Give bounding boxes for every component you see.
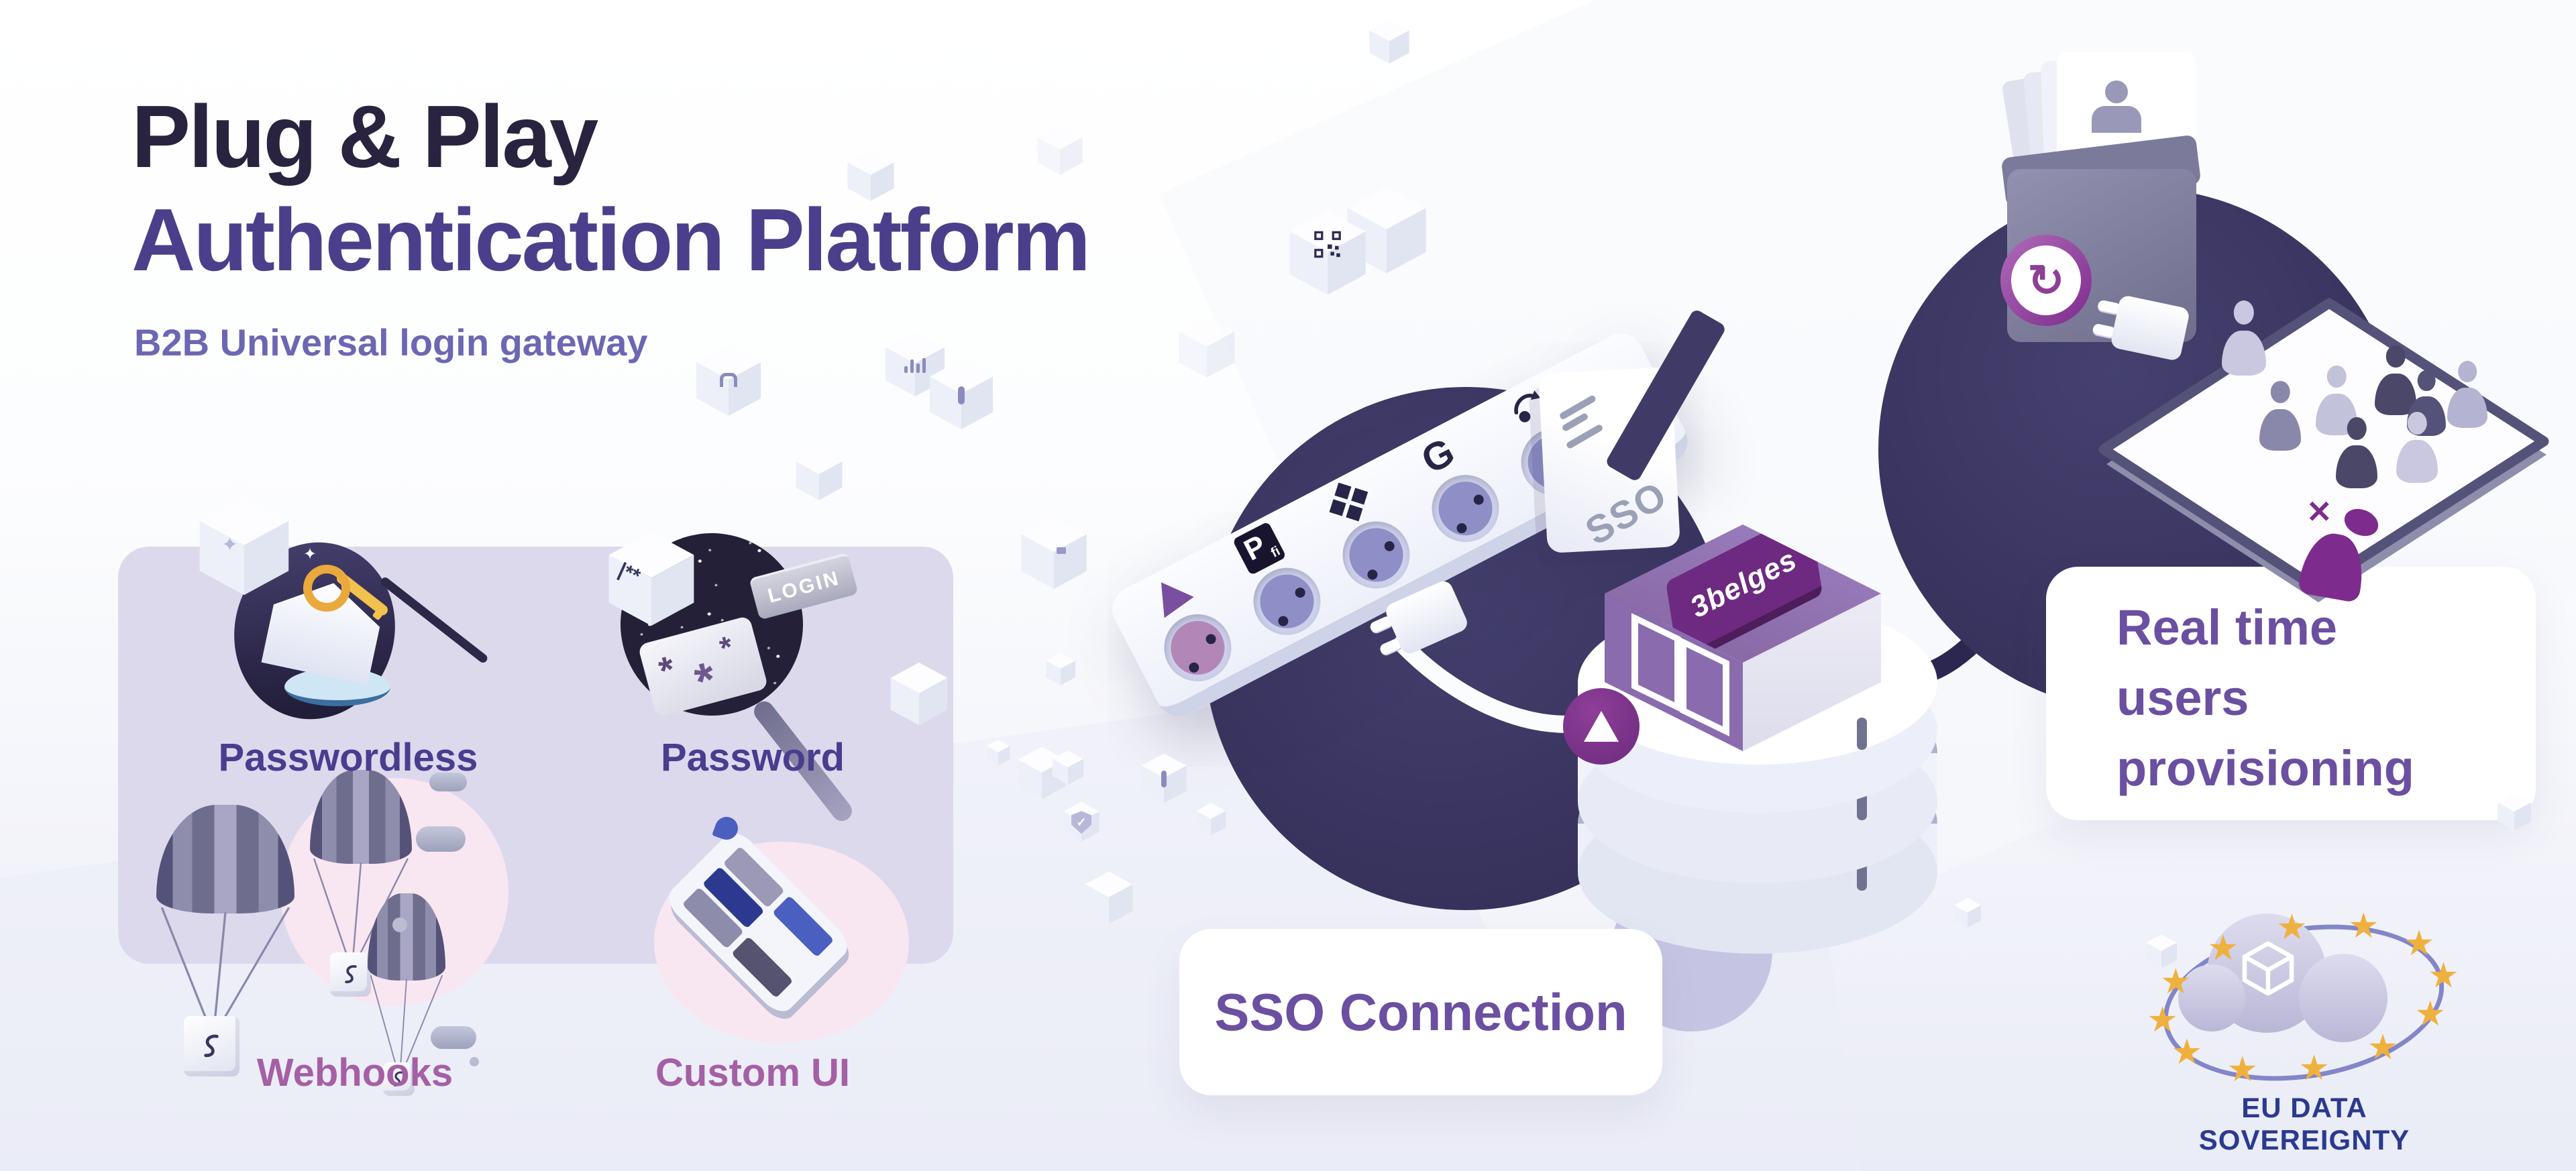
user-figure xyxy=(2447,361,2487,428)
qr-cube-icon xyxy=(1288,209,1367,296)
eu-star-icon: ★ xyxy=(2414,994,2446,1034)
decor-cube-icon xyxy=(1045,652,1076,686)
decor-cube-icon xyxy=(890,661,949,726)
removed-user-x-icon: ✕ xyxy=(2306,494,2332,529)
decor-cube-icon xyxy=(1953,897,1982,928)
decor-cube-icon xyxy=(2497,793,2532,831)
parachute-canopy xyxy=(156,805,294,913)
parachute-icon xyxy=(368,893,445,1135)
sso-connection-title: SSO Connection xyxy=(1214,982,1627,1042)
webhook-box-icon xyxy=(383,1062,415,1097)
asterisk-icon: * xyxy=(716,628,737,666)
asterisk-icon: * xyxy=(654,647,680,692)
user-figure xyxy=(2259,381,2301,451)
decor-cube-icon xyxy=(1084,871,1134,925)
decor-cube-icon xyxy=(2145,934,2178,969)
user-figure xyxy=(2222,300,2266,376)
eu-star-icon: ★ xyxy=(2147,1001,2178,1040)
page-subtitle: B2B Universal login gateway xyxy=(134,321,648,364)
azure-badge-icon xyxy=(1563,688,1640,765)
decor-cube-icon xyxy=(847,149,895,202)
sparkle-icon: ✦ xyxy=(303,545,317,563)
decor-cube-icon xyxy=(1178,315,1236,379)
decor-cube-icon xyxy=(1195,802,1226,836)
parachute-canopy xyxy=(368,893,445,981)
cloud-icon xyxy=(431,1026,476,1049)
lock-cube-icon xyxy=(695,343,762,417)
page-title-line1: Plug & Play xyxy=(131,87,598,186)
decor-cube-icon xyxy=(1368,19,1410,64)
parachute-icon xyxy=(310,770,412,1030)
eu-label: EU DATA SOVEREIGNTY xyxy=(2198,1092,2410,1156)
page-title-line2: Authentication Platform xyxy=(131,190,1091,289)
user-photo-head-icon xyxy=(2105,80,2128,103)
cloud-icon xyxy=(2178,964,2245,1031)
decor-dot xyxy=(392,917,407,932)
eu-star-icon: ★ xyxy=(2160,962,2192,1002)
sparkle-cube-icon xyxy=(198,495,290,597)
eu-star-icon: ★ xyxy=(2298,1048,2330,1088)
feature-label-passwordless: Passwordless xyxy=(218,736,478,779)
asterisk-icon: * xyxy=(689,651,722,710)
provisioning-card: Real time users provisioning xyxy=(2046,567,2536,820)
feature-label-password: Password xyxy=(661,736,845,779)
decor-cube-icon xyxy=(795,448,843,501)
blue-dot xyxy=(1843,525,1868,555)
cloud-icon xyxy=(2299,954,2387,1042)
decor-dot xyxy=(470,1057,479,1066)
building-3belges: 3belges xyxy=(1605,524,1881,751)
user-photo-body-icon xyxy=(2092,106,2141,133)
voice-cube-icon xyxy=(884,330,946,398)
shield-cube-icon: ✓ xyxy=(1063,801,1100,842)
webhook-box-icon xyxy=(330,952,372,997)
usb-cube-icon xyxy=(1020,515,1088,590)
eu-star-icon: ★ xyxy=(2226,1050,2258,1090)
building-label: 3belges xyxy=(1684,543,1803,624)
cube-circuit-icon xyxy=(2242,941,2294,996)
sso-connection-card: SSO Connection xyxy=(1179,929,1662,1095)
eu-star-icon: ★ xyxy=(2403,924,2435,963)
webhook-box-icon xyxy=(184,1016,239,1076)
eu-star-icon: ★ xyxy=(2367,1028,2399,1068)
parachute-icon xyxy=(156,805,294,1107)
cloud-icon xyxy=(416,826,466,852)
provisioning-title: Real time users provisioning xyxy=(2116,600,2414,797)
decor-cube-icon xyxy=(986,739,1010,766)
user-figure xyxy=(2336,417,2377,488)
feature-label-webhooks: Webhooks xyxy=(256,1051,453,1095)
eu-star-icon: ★ xyxy=(2207,928,2239,968)
phone-cube-icon xyxy=(928,358,994,431)
sync-badge-icon: ↻ xyxy=(2000,235,2092,326)
decor-cube-icon xyxy=(1052,750,1084,785)
openid-user-icon xyxy=(1487,374,1567,445)
eu-star-icon: ★ xyxy=(2348,906,2379,946)
parachute-canopy xyxy=(310,770,412,864)
sparkle-icon: ✦ xyxy=(221,534,239,556)
cloud-icon xyxy=(429,773,467,791)
phone-signal-cube-icon xyxy=(1140,752,1187,804)
sync-arrows-icon: ↻ xyxy=(2011,245,2081,315)
user-figure xyxy=(2396,412,2438,483)
eu-data-sovereignty-logo: ★★★★★★★★★★★★ EU DATA SOVEREIGNTY xyxy=(2143,899,2465,1156)
feature-label-custom-ui: Custom UI xyxy=(655,1051,850,1095)
decor-cube-icon xyxy=(1036,124,1083,176)
eu-star-icon: ★ xyxy=(2428,956,2459,995)
eu-star-icon: ★ xyxy=(2171,1033,2203,1072)
eu-star-icon: ★ xyxy=(2276,908,2308,948)
